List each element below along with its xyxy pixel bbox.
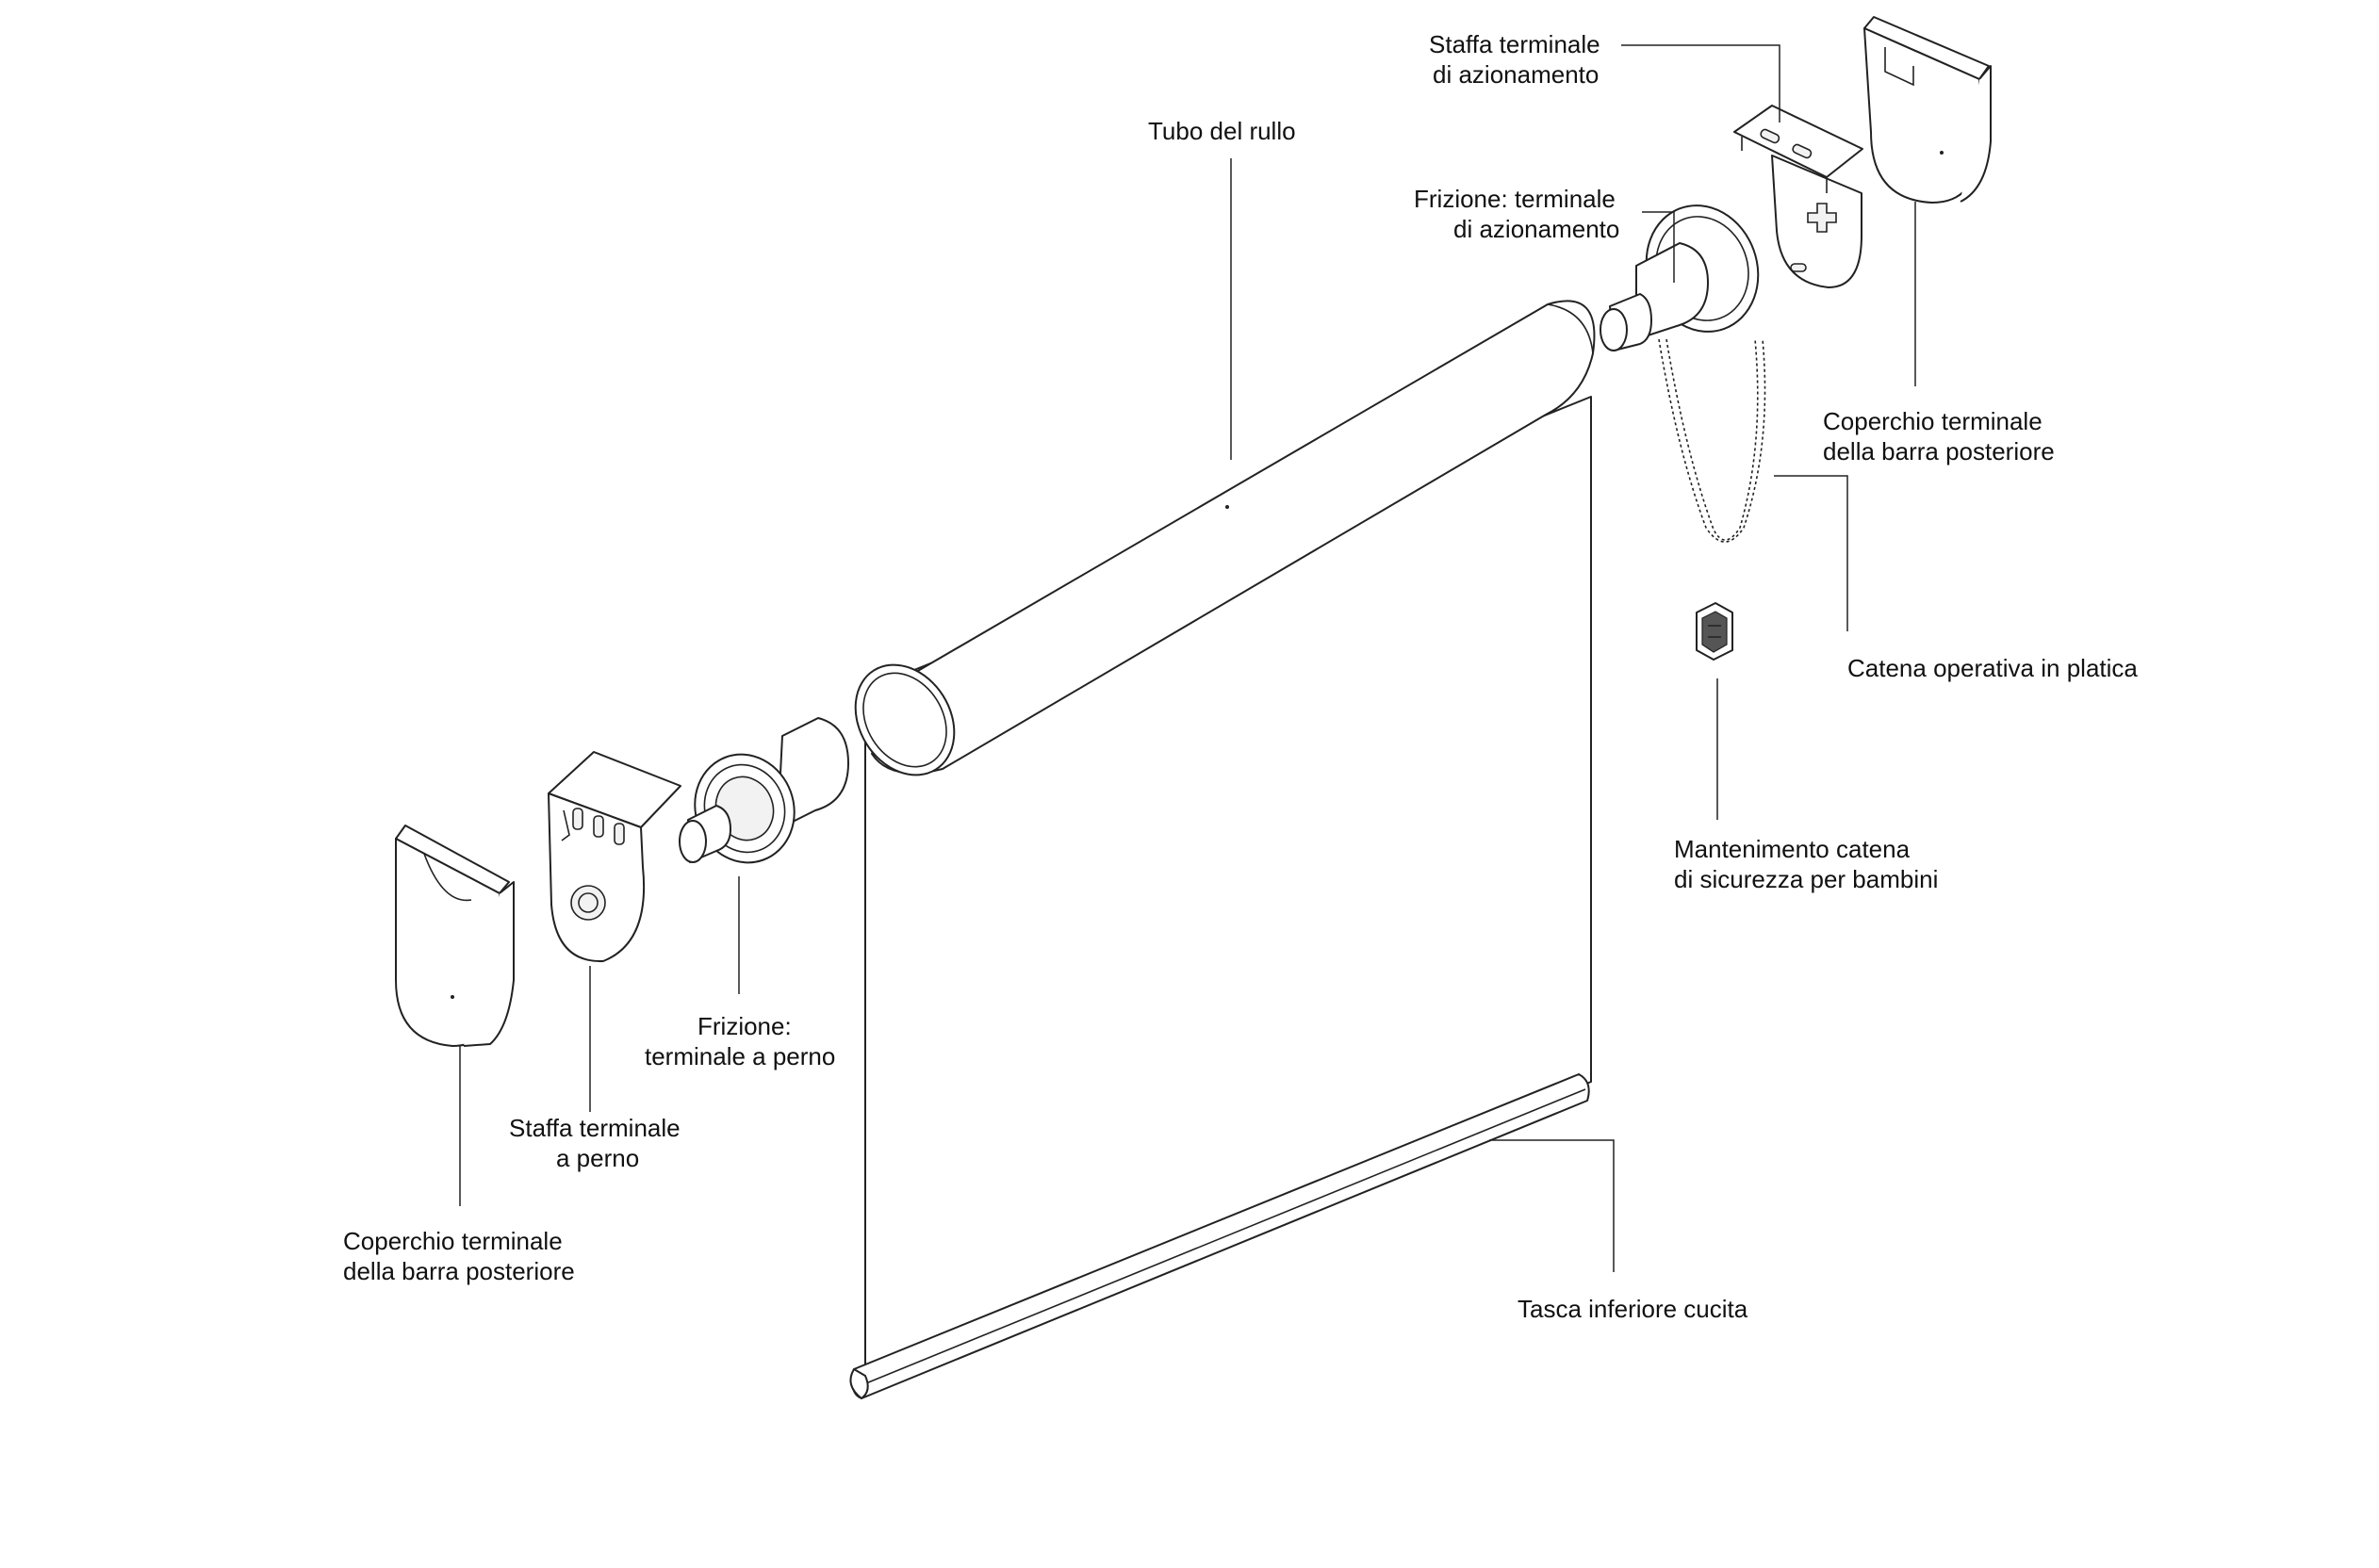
- idler-end-bracket: [548, 751, 681, 963]
- leader-bottom-pocket: [1489, 1139, 1615, 1272]
- left-end-cover: [395, 825, 515, 1047]
- labels: Tubo del rullo Staffa terminale di azion…: [343, 30, 2138, 1323]
- label-left-end-cover: Coperchio terminale della barra posterio…: [343, 1227, 575, 1285]
- label-bottom-pocket: Tasca inferiore cucita: [1518, 1295, 1748, 1323]
- leader-drive-clutch: [1642, 211, 1675, 283]
- right-end-cover: [1863, 16, 1992, 204]
- drive-end-bracket: [1733, 105, 1863, 288]
- plastic-operating-chain: [1658, 338, 1766, 543]
- label-idler-bracket: Staffa terminale a perno: [509, 1114, 687, 1172]
- label-child-safety: Mantenimento catena di sicurezza per bam…: [1674, 835, 1938, 893]
- label-drive-end-clutch: Frizione: terminale di azionamento: [1414, 185, 1622, 243]
- leader-chain: [1774, 475, 1848, 631]
- label-roller-tube: Tubo del rullo: [1148, 117, 1296, 145]
- roller-tube: [854, 300, 1596, 776]
- label-idler-clutch: Frizione: terminale a perno: [645, 1012, 835, 1070]
- leader-lines: [459, 44, 1916, 1272]
- leader-drive-bracket: [1621, 44, 1780, 122]
- child-safety-chain-retainer: [1696, 602, 1733, 661]
- idler-clutch: [679, 717, 849, 864]
- label-drive-end-bracket: Staffa terminale di azionamento: [1429, 30, 1607, 89]
- label-right-end-cover: Coperchio terminale della barra posterio…: [1823, 407, 2055, 466]
- bottom-pocket-bar: [849, 1073, 1590, 1399]
- drive-clutch: [1600, 204, 1760, 351]
- label-plastic-chain: Catena operativa in platica: [1847, 654, 2138, 682]
